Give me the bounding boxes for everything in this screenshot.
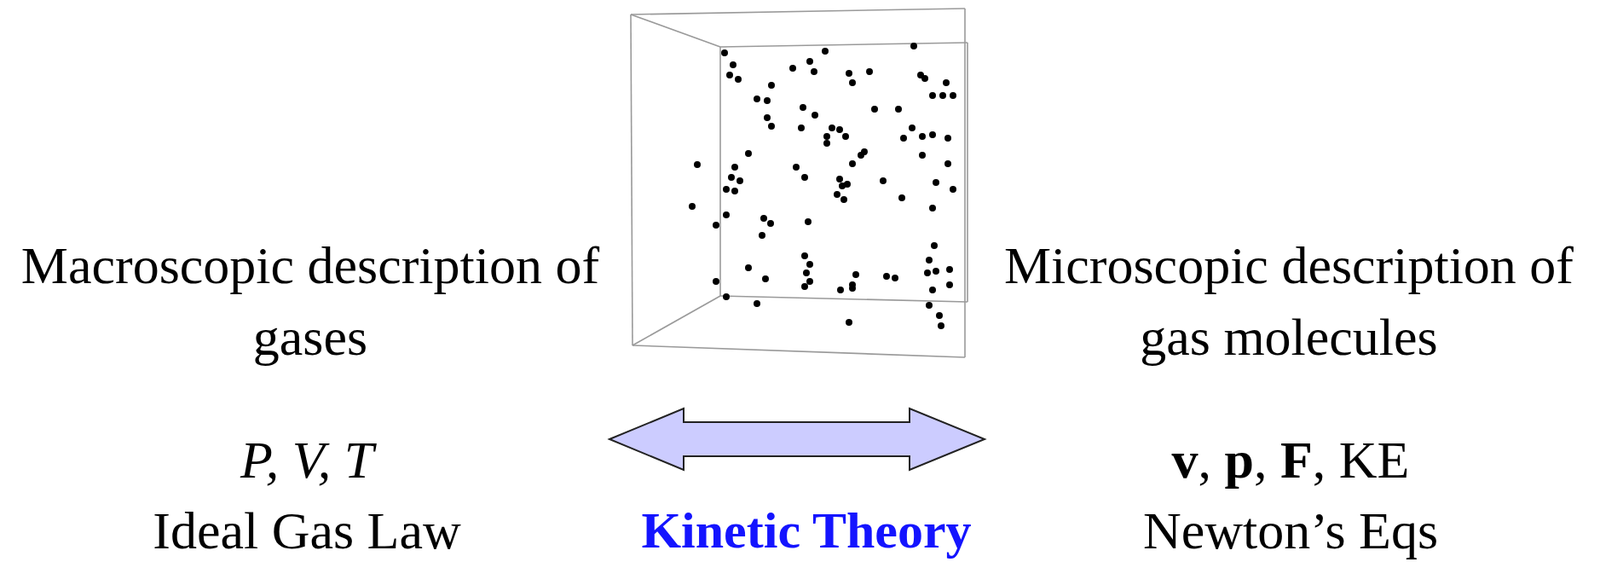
gas-molecules [692,46,954,326]
variable-symbol: p [1224,430,1254,489]
macro-heading: Macroscopic description of gases [3,229,618,373]
variable-symbol: KE [1339,430,1410,489]
micro-law: Newton’s Eqs [1034,500,1547,561]
double-arrow [609,408,985,470]
macro-law: Ideal Gas Law [51,500,563,561]
micro-variables: v, p, F, KE [1034,423,1547,496]
bridge-title: Kinetic Theory [567,504,1046,556]
micro-heading: Microscopic description of gas molecules [981,229,1596,373]
variable-symbol: F [1280,430,1313,489]
gas-container [630,8,968,358]
macro-variables: P, V, T [93,423,520,496]
variable-symbol: v [1171,430,1198,489]
